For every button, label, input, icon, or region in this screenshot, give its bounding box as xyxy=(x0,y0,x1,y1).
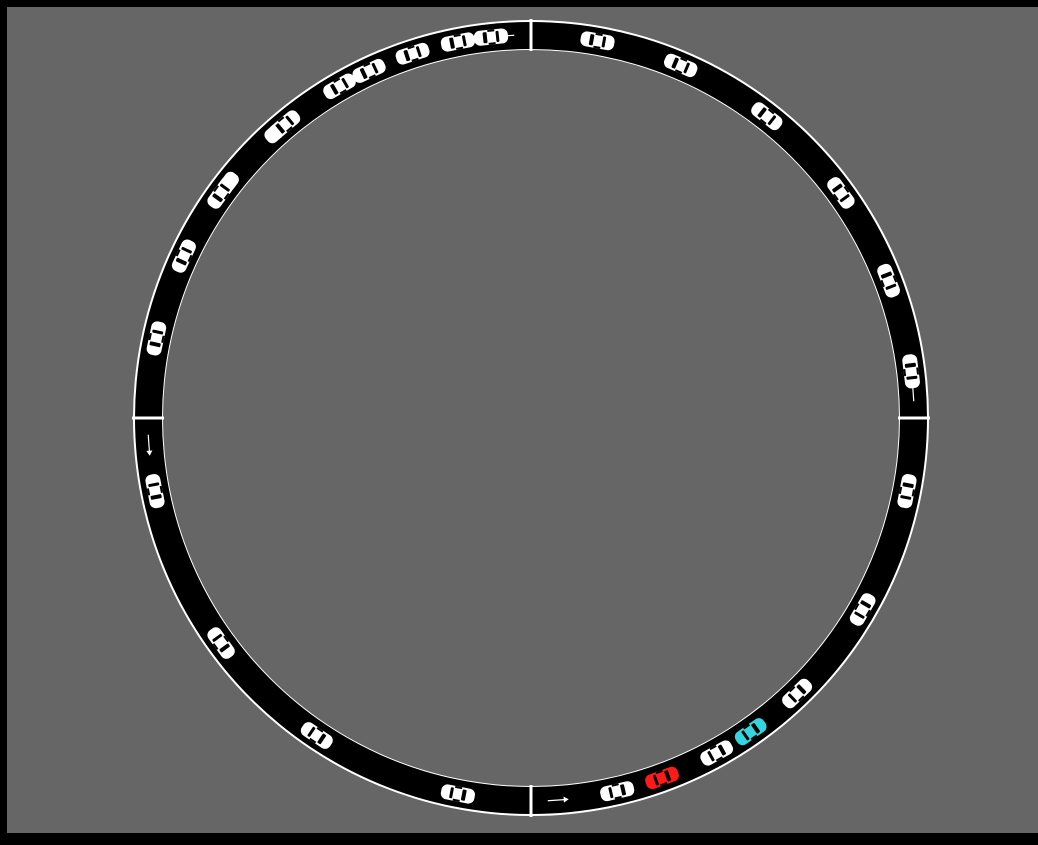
infield xyxy=(163,50,899,786)
marker-bar xyxy=(530,785,533,817)
marker-bar xyxy=(898,417,930,420)
marker-bar xyxy=(530,19,533,51)
marker-bar xyxy=(132,417,164,420)
